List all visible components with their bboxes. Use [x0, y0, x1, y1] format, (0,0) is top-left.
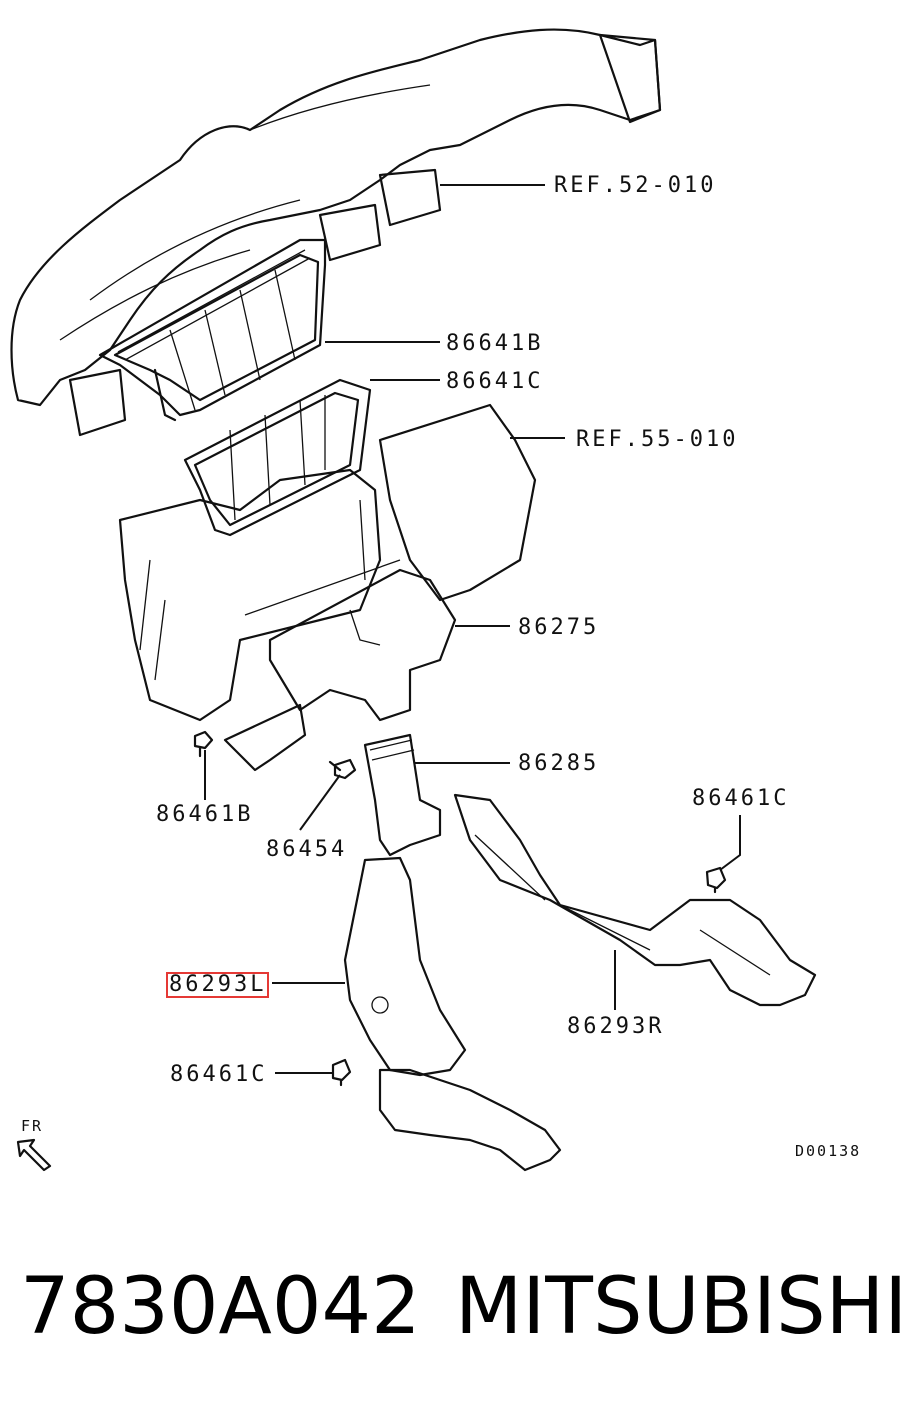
callout-86285: 86285: [518, 751, 600, 776]
heater-unit: [118, 403, 537, 722]
leader-lines: [204, 184, 741, 1074]
orientation-label: FR: [21, 1117, 44, 1135]
callout-86461c-left: 86461C: [170, 1062, 268, 1087]
callout-ref-55: REF.55-010: [576, 427, 739, 452]
rear-duct-connector: [363, 733, 442, 857]
left-rear-duct: [343, 856, 562, 1172]
callout-86293r: 86293R: [567, 1014, 665, 1039]
callout-86461c-right: 86461C: [692, 786, 790, 811]
part-number: 7830A042: [20, 1262, 421, 1352]
callout-ref-52: REF.52-010: [554, 173, 717, 198]
front-arrow-icon: [16, 1138, 52, 1172]
upper-vent-grille: [98, 238, 327, 422]
brand-name: MITSUBISHI: [455, 1262, 908, 1352]
center-duct: [244, 559, 457, 722]
callout-86293l-highlighted[interactable]: 86293L: [166, 972, 270, 998]
callout-86461b: 86461B: [156, 802, 254, 827]
callout-86641c: 86641C: [446, 369, 544, 394]
callout-86454: 86454: [266, 837, 348, 862]
diagram-code: D00138: [795, 1142, 862, 1160]
clips: [193, 730, 727, 1087]
callout-86641b: 86641B: [446, 331, 544, 356]
lower-vent-frame: [183, 378, 372, 537]
dashboard-duct: [10, 28, 662, 437]
side-bracket: [223, 703, 307, 772]
right-rear-duct: [453, 793, 817, 1007]
callout-86275: 86275: [518, 615, 600, 640]
